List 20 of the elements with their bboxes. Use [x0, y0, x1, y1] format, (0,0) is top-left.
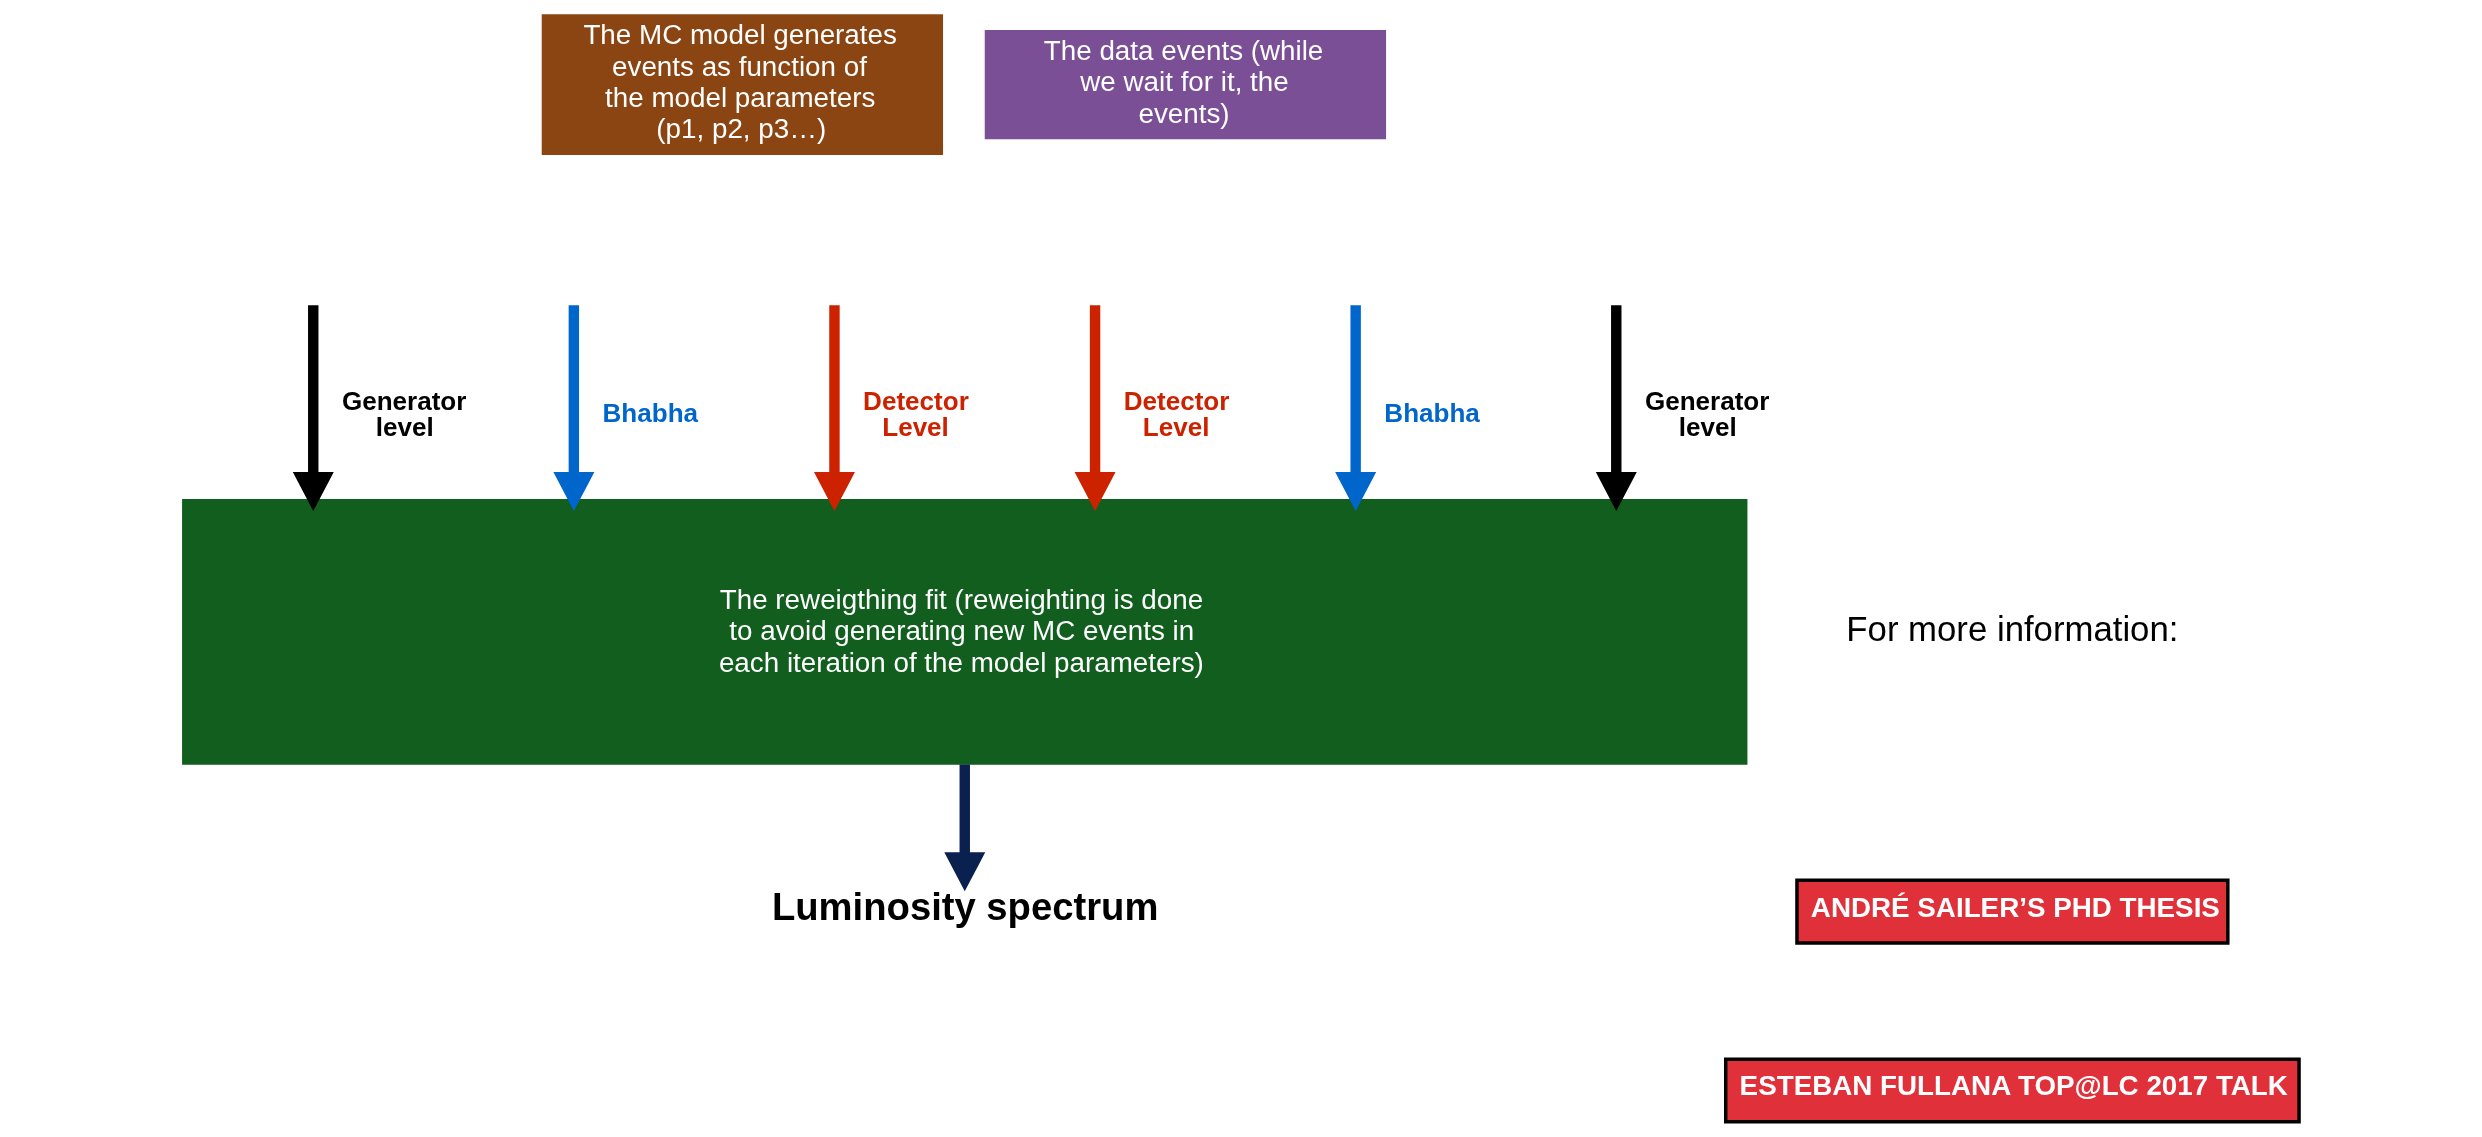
edge-label: Generator level — [1644, 385, 1770, 442]
arrow — [1595, 305, 1637, 512]
arrow — [553, 305, 595, 512]
node-box: ESTEBAN FULLANA TOP@LC 2017 TALK — [1724, 1057, 2301, 1124]
edge-label: Detector Level — [1123, 385, 1230, 442]
label: For more information: — [1846, 609, 2179, 648]
edge-label: Generator level — [341, 385, 467, 442]
node-box: ANDRÉ SAILER’S PHD THESIS — [1795, 878, 2230, 945]
edge-label: Bhabha — [1384, 397, 1480, 428]
node-text: Luminosity spectrum — [771, 884, 1159, 928]
arrow — [944, 764, 986, 892]
node-box: The reweigthing fit (reweighting is done to avoid generating new MC events in each iteration of the model parameters) — [182, 499, 1748, 765]
arrow — [1074, 305, 1116, 512]
arrow — [814, 305, 855, 512]
edge-label: Bhabha — [602, 397, 699, 428]
arrow — [292, 305, 334, 512]
node-box: The data events (while we wait for it, the events) — [984, 29, 1387, 140]
edge-label: Detector Level — [863, 385, 969, 442]
node-box: The MC model generates events as function of the model parameters (p1, p2, p3…) — [541, 14, 944, 155]
arrow — [1335, 305, 1377, 512]
